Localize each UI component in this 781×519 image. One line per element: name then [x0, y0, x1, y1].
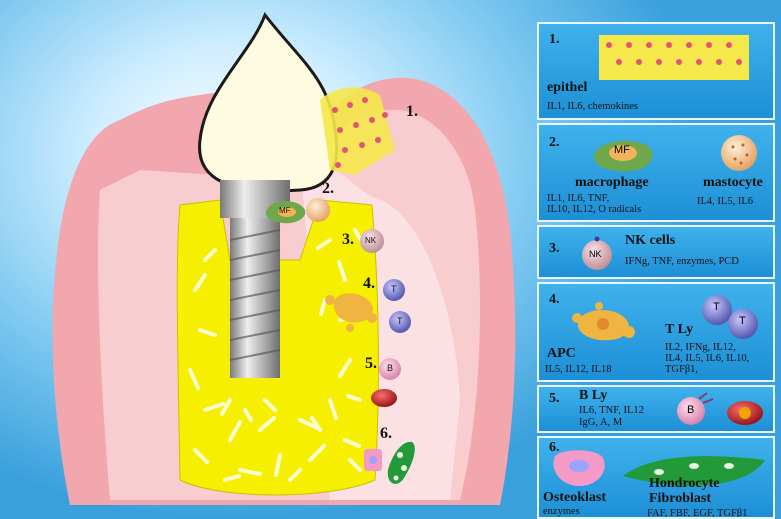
panel-5-b-label: B [687, 404, 694, 416]
panel-4-title-t-ly: T Ly [665, 322, 693, 338]
panel-2-title-mastocyte: mastocyte [703, 175, 763, 191]
panel-4-t-ly-cytokines-1: IL2, IFNg, IL12, [665, 342, 736, 353]
panel-3-number: 3. [549, 241, 560, 257]
marker-4: 4. [363, 275, 375, 293]
marker-3: 3. [342, 231, 354, 249]
panel-6-title-hondrocyte: Hondrocyte [649, 476, 720, 492]
b-ly-icon [663, 391, 773, 431]
t-label-1: T [391, 284, 397, 294]
marker-6: 6. [380, 425, 392, 443]
panel-b-ly: 5. B Ly IL6, TNF, IL12 IgG, A, M B [537, 385, 775, 433]
panel-5-antibodies: IgG, A, M [579, 417, 622, 428]
panel-1-cytokines: IL1, IL6, chemokines [547, 101, 638, 112]
panel-4-t-ly-cytokines-2: IL4, IL5, IL6, IL10, [665, 353, 749, 364]
mastocyte-icon [719, 133, 759, 173]
marker-5: 5. [365, 355, 377, 373]
panel-3-cytokines: IFNg, TNF, enzymes, PCD [625, 256, 739, 267]
panel-5-title: B Ly [579, 388, 607, 404]
marker-2: 2. [322, 180, 334, 198]
panel-6-growth-factors: FAF, FBF, EGF, TGFβ1 [647, 508, 747, 519]
panel-3-nk-label: NK [589, 249, 602, 259]
panel-1-number: 1. [549, 32, 560, 48]
panel-2-mf-label: MF [614, 144, 630, 156]
panel-2-mastocyte-cytokines: IL4, IL5, IL6 [697, 196, 753, 207]
panel-4-title-apc: APC [547, 346, 576, 362]
epithel-icon [599, 30, 749, 85]
b-label: B [387, 363, 393, 373]
panel-5-cytokines: IL6, TNF, IL12 [579, 405, 644, 416]
marker-1: 1. [406, 103, 418, 121]
osteoklast-icon [549, 446, 609, 490]
panel-4-apc-cytokines: IL5, IL12, IL18 [545, 364, 611, 375]
panel-apc-t-ly: 4. T T T Ly APC IL5, IL12, IL18 IL2, IFN… [537, 282, 775, 382]
panel-6-title-osteoklast: Osteoklast [543, 490, 606, 506]
panel-2-macrophage-cytokines-1: IL1, IL6, TNF, [547, 193, 609, 204]
apc-icon [569, 298, 639, 344]
panel-epithel: 1. epithel IL1, IL6, chemokines [537, 22, 775, 120]
t-ly-icon [695, 288, 765, 344]
plasma-cell [371, 389, 397, 407]
panel-1-title: epithel [547, 80, 587, 96]
panel-6-osteoklast-sub: enzymes [543, 506, 580, 517]
mastocyte-cell [306, 198, 330, 222]
panel-2-macrophage-cytokines-2: IL10, IL12, O radicals [547, 204, 641, 215]
panel-4-t-label-1: T [713, 301, 720, 313]
nk-label: NK [365, 236, 376, 245]
panel-2-title-macrophage: macrophage [575, 175, 649, 191]
crown [200, 15, 337, 191]
mf-label: MF [279, 206, 291, 215]
panel-6-title-fibroblast: Fibroblast [649, 491, 711, 507]
panel-4-number: 4. [549, 292, 560, 308]
panel-4-t-label-2: T [739, 315, 746, 327]
t-label-2: T [397, 316, 403, 326]
implant-illustration [0, 0, 540, 519]
panel-nk-cells: 3. NK NK cells IFNg, TNF, enzymes, PCD [537, 225, 775, 279]
panel-osteoklast-fibroblast: 6. Osteoklast enzymes Hondrocyte Fibrobl… [537, 436, 775, 519]
panel-5-number: 5. [549, 391, 560, 407]
panel-2-number: 2. [549, 135, 560, 151]
panel-4-t-ly-cytokines-3: TGFβ1, [665, 364, 698, 375]
panel-3-title: NK cells [625, 233, 675, 249]
panel-macrophage-mastocyte: 2. MF macrophage mastocyte IL1, IL6, TNF… [537, 123, 775, 222]
